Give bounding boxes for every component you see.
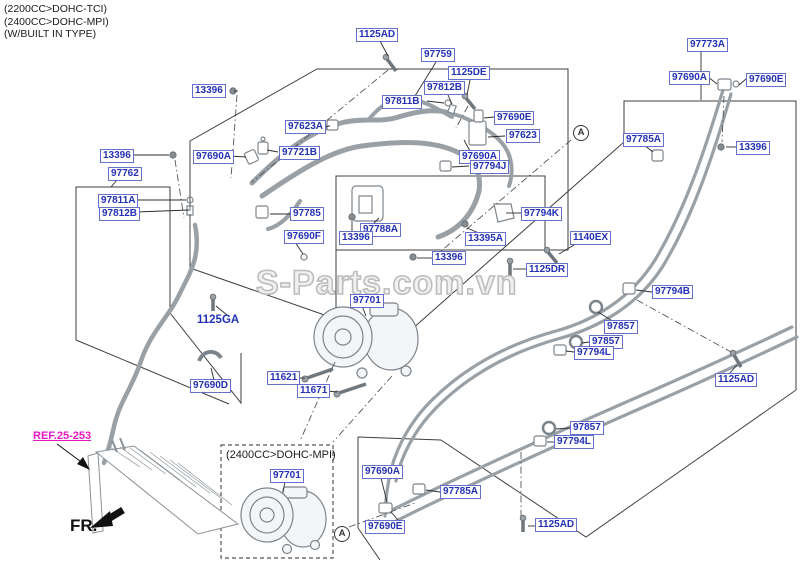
part-label-13396-0[interactable]: 13396: [192, 84, 226, 98]
part-label-97857-37[interactable]: 97857: [604, 320, 638, 334]
part-label-13395A-23[interactable]: 13395A: [465, 232, 507, 246]
part-label-97785A-44[interactable]: 97785A: [440, 485, 482, 499]
detail-marker-a-top: A: [573, 125, 589, 141]
inset-caption: (2400CC>DOHC-MPI): [226, 449, 336, 461]
part-label-97857-41[interactable]: 97857: [570, 421, 604, 435]
bolts: [209, 53, 743, 532]
part-label-1125AD-1[interactable]: 1125AD: [356, 28, 399, 42]
engine-spec-line-1: (2200CC>DOHC-TCI): [4, 3, 107, 15]
part-label-97759-2[interactable]: 97759: [421, 48, 455, 62]
nuts: [169, 87, 725, 261]
part-label-11621-34[interactable]: 11621: [267, 371, 301, 385]
part-label-97857-38[interactable]: 97857: [589, 335, 623, 349]
part-label-97690D-33[interactable]: 97690D: [190, 379, 232, 393]
watermark: S-Parts.com.vn: [255, 263, 518, 303]
part-label-97690A-7[interactable]: 97690A: [669, 71, 711, 85]
compressor-inset: [240, 486, 327, 555]
part-label-13396-30[interactable]: 13396: [432, 251, 466, 265]
part-label-97794B-36[interactable]: 97794B: [652, 285, 694, 299]
inset-box: [220, 444, 334, 559]
part-label-97623-19[interactable]: 97623: [506, 129, 540, 143]
part-label-97794L-39[interactable]: 97794L: [574, 346, 614, 360]
part-label-1125AD-40[interactable]: 1125AD: [715, 373, 758, 387]
part-label-13396-10[interactable]: 13396: [736, 141, 770, 155]
part-label-97762-12[interactable]: 97762: [108, 167, 142, 181]
part-label-97690A-15[interactable]: 97690A: [193, 150, 235, 164]
part-label-97701-47[interactable]: 97701: [270, 469, 304, 483]
part-label-97794K-22[interactable]: 97794K: [521, 207, 563, 221]
engine-spec-line-2: (2400CC>DOHC-MPI): [4, 15, 109, 28]
part-label-1125AD-46[interactable]: 1125AD: [535, 518, 578, 532]
part-label-13396-29[interactable]: 13396: [339, 231, 373, 245]
part-label-13396-11[interactable]: 13396: [100, 149, 134, 163]
compressor-main: [313, 302, 419, 379]
part-label-97623A-16[interactable]: 97623A: [285, 120, 327, 134]
part-label-97721B-17[interactable]: 97721B: [279, 146, 321, 160]
part-label-97690E-8[interactable]: 97690E: [746, 73, 787, 87]
part-label-1125DE-3[interactable]: 1125DE: [448, 66, 490, 80]
part-label-97690A-43[interactable]: 97690A: [362, 465, 404, 479]
condenser: [87, 437, 240, 535]
ref-link[interactable]: REF.25-253: [33, 430, 92, 442]
part-label-97785A-9[interactable]: 97785A: [623, 133, 665, 147]
part-label-1140EX-24[interactable]: 1140EX: [570, 231, 612, 245]
ref-arrow-icon: [56, 443, 90, 470]
part-label-97811B-5[interactable]: 97811B: [382, 95, 423, 109]
part-label-97794J-21[interactable]: 97794J: [470, 160, 510, 174]
leader-lines: [110, 40, 747, 527]
part-label-97812B-4[interactable]: 97812B: [424, 81, 466, 95]
part-label-1125DR-25[interactable]: 1125DR: [526, 263, 569, 277]
part-label-97701-31[interactable]: 97701: [350, 294, 384, 308]
engine-spec-line-3: (W/BUILT IN TYPE): [4, 28, 97, 40]
engine-spec-note: (2200CC>DOHC-TCI) (2400CC>DOHC-MPI) (W/B…: [4, 3, 109, 41]
fr-direction-label: FR.: [70, 516, 98, 535]
fr-arrow-icon: [90, 507, 125, 528]
part-label-11671-35[interactable]: 11671: [297, 384, 331, 398]
part-label-97794L-42[interactable]: 97794L: [554, 435, 594, 449]
detail-marker-a-bottom: A: [334, 526, 350, 542]
part-label-1125GA-32[interactable]: 1125GA: [197, 314, 240, 326]
part-label-97812B-14[interactable]: 97812B: [99, 207, 141, 221]
part-label-97690E-18[interactable]: 97690E: [494, 111, 535, 125]
part-label-97785-26[interactable]: 97785: [290, 207, 324, 221]
part-label-97773A-6[interactable]: 97773A: [687, 38, 729, 52]
part-label-97811A-13[interactable]: 97811A: [98, 194, 139, 208]
part-label-97690F-27[interactable]: 97690F: [284, 230, 324, 244]
part-label-97690E-45[interactable]: 97690E: [365, 520, 406, 534]
